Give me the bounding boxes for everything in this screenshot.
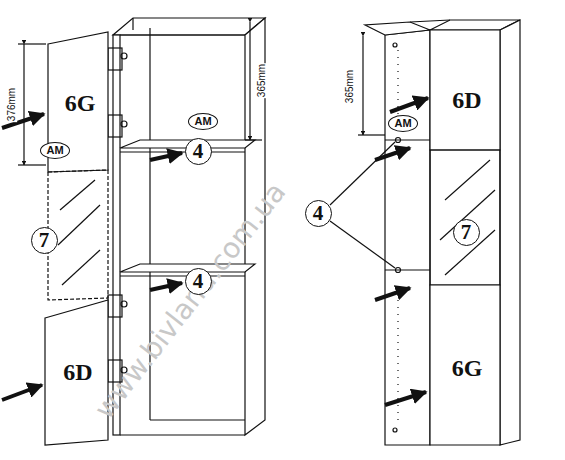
dimension: 365mm bbox=[344, 68, 355, 103]
part-name: 6G bbox=[451, 355, 484, 382]
callout-number: 4 bbox=[305, 200, 332, 227]
assembly-mark: AM bbox=[40, 142, 70, 159]
part-name: 6D bbox=[62, 359, 93, 386]
callout-text: AM bbox=[194, 115, 211, 127]
callout-text: 7 bbox=[39, 228, 50, 253]
part-name: 6G bbox=[64, 90, 97, 117]
dimension: 376mm bbox=[7, 86, 18, 121]
assembly-mark: AM bbox=[188, 113, 218, 130]
callout-text: 4 bbox=[193, 269, 204, 294]
callout-text: 7 bbox=[461, 220, 472, 245]
assembly-mark: AM bbox=[388, 115, 418, 132]
part-name: 6D bbox=[451, 87, 482, 114]
callout-number: 4 bbox=[185, 268, 212, 295]
callout-text: 4 bbox=[193, 139, 204, 164]
callout-number: 4 bbox=[185, 138, 212, 165]
callout-number: 7 bbox=[31, 227, 58, 254]
callout-text: AM bbox=[394, 117, 411, 129]
callout-number: 7 bbox=[453, 219, 480, 246]
dimension: 365mm bbox=[256, 62, 267, 97]
callout-text: AM bbox=[46, 144, 63, 156]
callout-text: 4 bbox=[313, 201, 324, 226]
